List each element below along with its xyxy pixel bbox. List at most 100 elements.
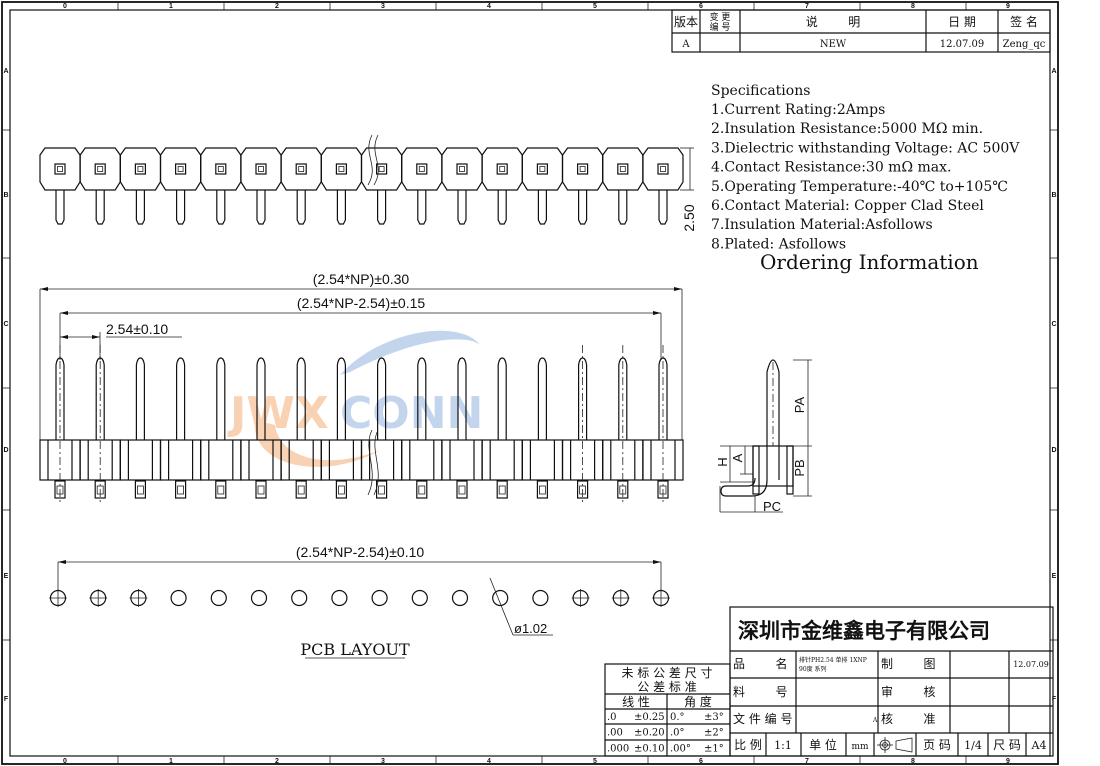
front-view-pin <box>642 345 684 505</box>
tolerance-linear-precision: .000 <box>607 743 629 754</box>
pcb-hole <box>611 589 630 607</box>
rev-version-value: A <box>681 39 690 50</box>
rev-header-signature: 签 名 <box>1010 14 1038 29</box>
border-row-label-right: F <box>1052 696 1057 703</box>
top-view-pin <box>160 147 202 225</box>
border-col-label-bottom: 9 <box>1006 758 1010 765</box>
border-col-label-top: 3 <box>381 3 385 10</box>
pcb-hole <box>331 589 348 607</box>
border-row-label-left: C <box>3 321 8 328</box>
border-col-label-top: 9 <box>1006 3 1010 10</box>
pcb-hole <box>129 589 148 607</box>
spec-item: 1.Current Rating:2Amps <box>711 102 885 118</box>
border-col-label-top: 8 <box>911 3 915 10</box>
tolerance-angle-value: ±2° <box>704 728 724 739</box>
front-view-pin <box>481 357 523 499</box>
side-dim-pc: PC <box>763 499 781 514</box>
front-view-pin <box>602 345 644 505</box>
top-view-pin <box>361 147 403 225</box>
border-row-label-left: F <box>4 696 9 703</box>
rev-header-change-2: 编 号 <box>710 21 731 33</box>
pin-span-dimension: (2.54*NP-2.54)±0.15 <box>297 295 426 311</box>
top-view-pin <box>79 147 121 225</box>
size-value: A4 <box>1031 739 1047 752</box>
border-col-label-top: 5 <box>593 3 597 10</box>
pcb-hole <box>371 589 388 607</box>
top-view-pin <box>280 147 322 225</box>
tolerance-linear-header: 线 性 <box>622 695 650 709</box>
top-view-pin <box>562 147 604 225</box>
pcb-hole <box>250 589 268 607</box>
top-view-pin <box>320 147 362 225</box>
border-row-label-right: A <box>1051 68 1056 75</box>
pcb-layout: (2.54*NP-2.54)±0.10 ø1.02 PCB LAYOUT <box>49 544 670 659</box>
border-col-label-top: 0 <box>63 3 67 10</box>
scale-value: 1:1 <box>774 739 792 752</box>
pcb-hole <box>532 589 549 607</box>
border-col-label-top: 6 <box>699 3 703 10</box>
watermark-text-blue: CONN <box>340 388 483 439</box>
border-col-label-top: 1 <box>169 3 173 10</box>
top-view: 2.50 <box>39 134 697 232</box>
pcb-hole <box>652 589 670 607</box>
top-view-pin <box>119 147 161 225</box>
border-col-label-bottom: 8 <box>911 758 915 765</box>
side-dim-h: H <box>715 457 730 466</box>
outer-frame <box>1 1 1059 765</box>
tolerance-angle-precision: 0.° <box>670 712 685 723</box>
top-view-pin <box>602 147 644 225</box>
rev-header-change-1: 变 更 <box>710 11 731 23</box>
watermark-swoosh-orange <box>254 420 380 467</box>
top-view-pin <box>200 147 242 225</box>
border-col-label-bottom: 6 <box>699 758 703 765</box>
spec-item: 3.Dielectric withstanding Voltage: AC 50… <box>711 140 1020 156</box>
border-row-label-right: D <box>1051 447 1056 454</box>
border-row-label-right: C <box>1051 321 1056 328</box>
top-view-pin <box>481 147 523 225</box>
side-dim-pb: PB <box>792 459 807 476</box>
product-name-value-1: 排针PH2.54 单排 1XNP <box>799 656 867 664</box>
watermark-text-orange: JWX <box>227 388 329 439</box>
pcb-hole <box>291 589 308 607</box>
pcb-hole <box>89 589 108 607</box>
pcb-hole <box>571 589 590 607</box>
part-no-label: 料 号 <box>733 685 788 699</box>
title-block: 深圳市金维鑫电子有限公司 品 名 排针PH2.54 单排 1XNP 90度 系列… <box>729 606 1054 757</box>
drawn-label: 制 图 <box>881 657 936 671</box>
border-col-label-bottom: 7 <box>805 758 809 765</box>
top-view-pin <box>240 147 282 225</box>
company-name: 深圳市金维鑫电子有限公司 <box>738 619 990 643</box>
side-dim-a: A <box>730 453 745 462</box>
tolerance-linear-value: ±0.10 <box>634 743 665 754</box>
product-name-value-2: 90度 系列 <box>799 665 827 673</box>
tolerance-angle-precision: .0° <box>670 728 685 739</box>
front-view-pin <box>320 357 362 499</box>
pcb-hole <box>451 589 469 607</box>
product-name-label: 品 名 <box>733 656 788 671</box>
size-label: 尺 码 <box>993 738 1021 752</box>
tolerance-linear-precision: .00 <box>607 728 623 739</box>
tolerance-title-1: 未 标 公 差 尺 寸 <box>621 666 712 680</box>
front-view-pin <box>561 345 604 505</box>
border-col-label-bottom: 0 <box>63 758 67 765</box>
border-col-label-bottom: 3 <box>381 758 385 765</box>
unit-value: mm <box>851 742 869 752</box>
overall-width-dimension: (2.54*NP)±0.30 <box>313 271 410 287</box>
break-mark <box>367 429 379 496</box>
tolerance-angle-value: ±1° <box>704 743 724 754</box>
top-view-pin <box>39 147 81 225</box>
tolerance-linear-value: ±0.25 <box>634 712 665 723</box>
front-view: (2.54*NP)±0.30(2.54*NP-2.54)±0.152.54±0.… <box>39 271 684 505</box>
ordering-information-title: Ordering Information <box>760 250 979 274</box>
tolerance-angle-precision: .00° <box>670 743 691 754</box>
border-col-label-top: 2 <box>275 3 279 10</box>
top-view-height-dimension: 2.50 <box>681 204 697 231</box>
side-view: PA PB H A PC <box>715 359 812 514</box>
rev-signature-value: Zeng_qc <box>1003 39 1046 50</box>
break-mark <box>367 134 379 186</box>
front-view-pin <box>521 357 564 499</box>
rev-date-value: 12.07.09 <box>940 39 985 50</box>
